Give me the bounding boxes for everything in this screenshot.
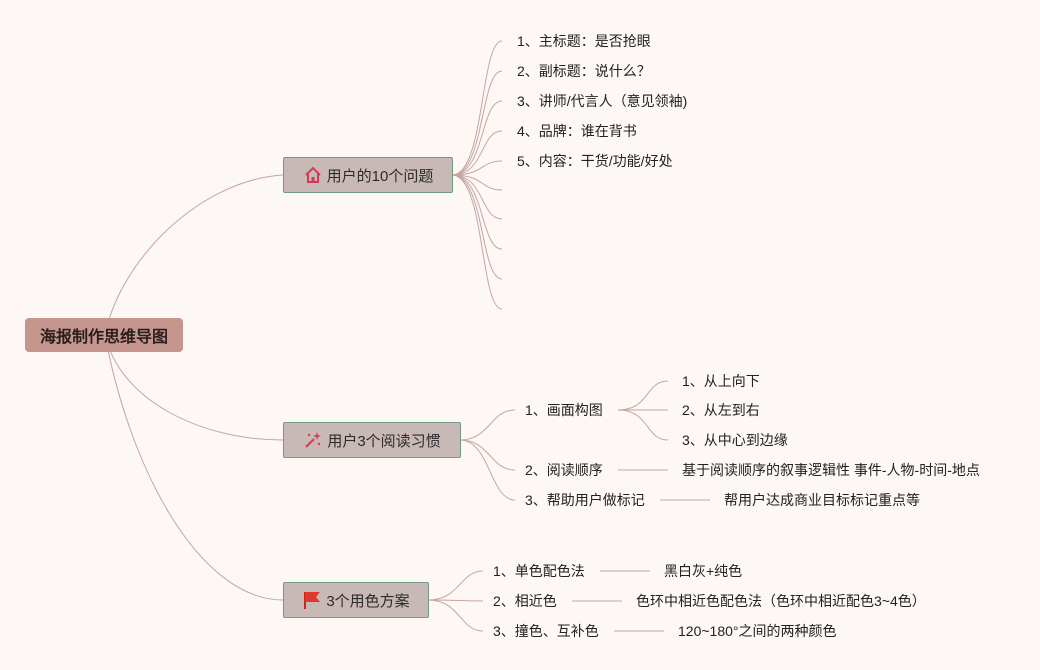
question-item: 2、副标题：说什么？ — [517, 63, 651, 79]
habit-item: 1、画面构图 — [525, 402, 603, 418]
question-item: 5、内容：干货/功能/好处 — [517, 153, 673, 169]
connector-b2-sub — [617, 380, 669, 411]
color-scheme-item: 1、单色配色法 — [493, 563, 585, 579]
connector-b2-sub — [617, 409, 669, 441]
habit-detail: 帮用户达成商业目标标记重点等 — [724, 492, 920, 508]
question-item: 3、讲师/代言人（意见领袖) — [517, 93, 688, 109]
color-scheme-detail: 黑白灰+纯色 — [664, 563, 743, 579]
branch-node-user-questions[interactable]: 用户的10个问题 — [283, 157, 453, 193]
connector-b2 — [459, 439, 516, 501]
sparkle-wand-icon — [303, 430, 323, 450]
connector-b1 — [451, 40, 503, 176]
branch-node-reading-habits[interactable]: 用户3个阅读习惯 — [283, 422, 461, 458]
house-icon — [303, 165, 323, 185]
connectors — [104, 40, 710, 632]
connector-b1 — [451, 160, 503, 176]
red-flag-icon — [302, 590, 322, 610]
connector-b1 — [451, 174, 503, 310]
connector-b1 — [451, 130, 503, 176]
connector-b1 — [451, 174, 503, 191]
connector-b1 — [451, 174, 503, 250]
composition-item: 1、从上向下 — [682, 373, 760, 389]
connector-root-branch1 — [104, 174, 284, 336]
color-scheme-detail: 120~180°之间的两种颜色 — [678, 623, 837, 639]
question-item: 1、主标题：是否抢眼 — [517, 33, 651, 49]
composition-item: 2、从左到右 — [682, 402, 760, 418]
connector-b2 — [459, 409, 516, 441]
habit-item: 3、帮助用户做标记 — [525, 492, 645, 508]
branch-node-color-schemes[interactable]: 3个用色方案 — [283, 582, 429, 618]
color-scheme-item: 3、撞色、互补色 — [493, 623, 599, 639]
composition-item: 3、从中心到边缘 — [682, 432, 788, 448]
branch-label: 用户的10个问题 — [326, 167, 434, 185]
connector-b3 — [427, 599, 484, 602]
connector-root-branch3 — [104, 334, 284, 601]
root-node[interactable]: 海报制作思维导图 — [25, 318, 183, 352]
root-label: 海报制作思维导图 — [39, 329, 168, 346]
connector-b1 — [451, 100, 503, 176]
color-scheme-item: 2、相近色 — [493, 593, 557, 609]
connector-b3 — [427, 599, 484, 632]
branch-label: 用户3个阅读习惯 — [327, 432, 441, 450]
habit-item: 2、阅读顺序 — [525, 462, 603, 478]
connector-b1 — [451, 174, 503, 220]
question-item: 4、品牌：谁在背书 — [517, 123, 637, 139]
connector-b2 — [459, 439, 516, 471]
color-scheme-detail: 色环中相近色配色法（色环中相近配色3~4色） — [636, 593, 926, 609]
connector-root-branch2 — [104, 334, 284, 441]
habit-detail: 基于阅读顺序的叙事逻辑性 事件-人物-时间-地点 — [682, 462, 980, 478]
connector-b3 — [427, 570, 484, 601]
branch-label: 3个用色方案 — [326, 592, 410, 610]
connector-b1 — [451, 70, 503, 176]
